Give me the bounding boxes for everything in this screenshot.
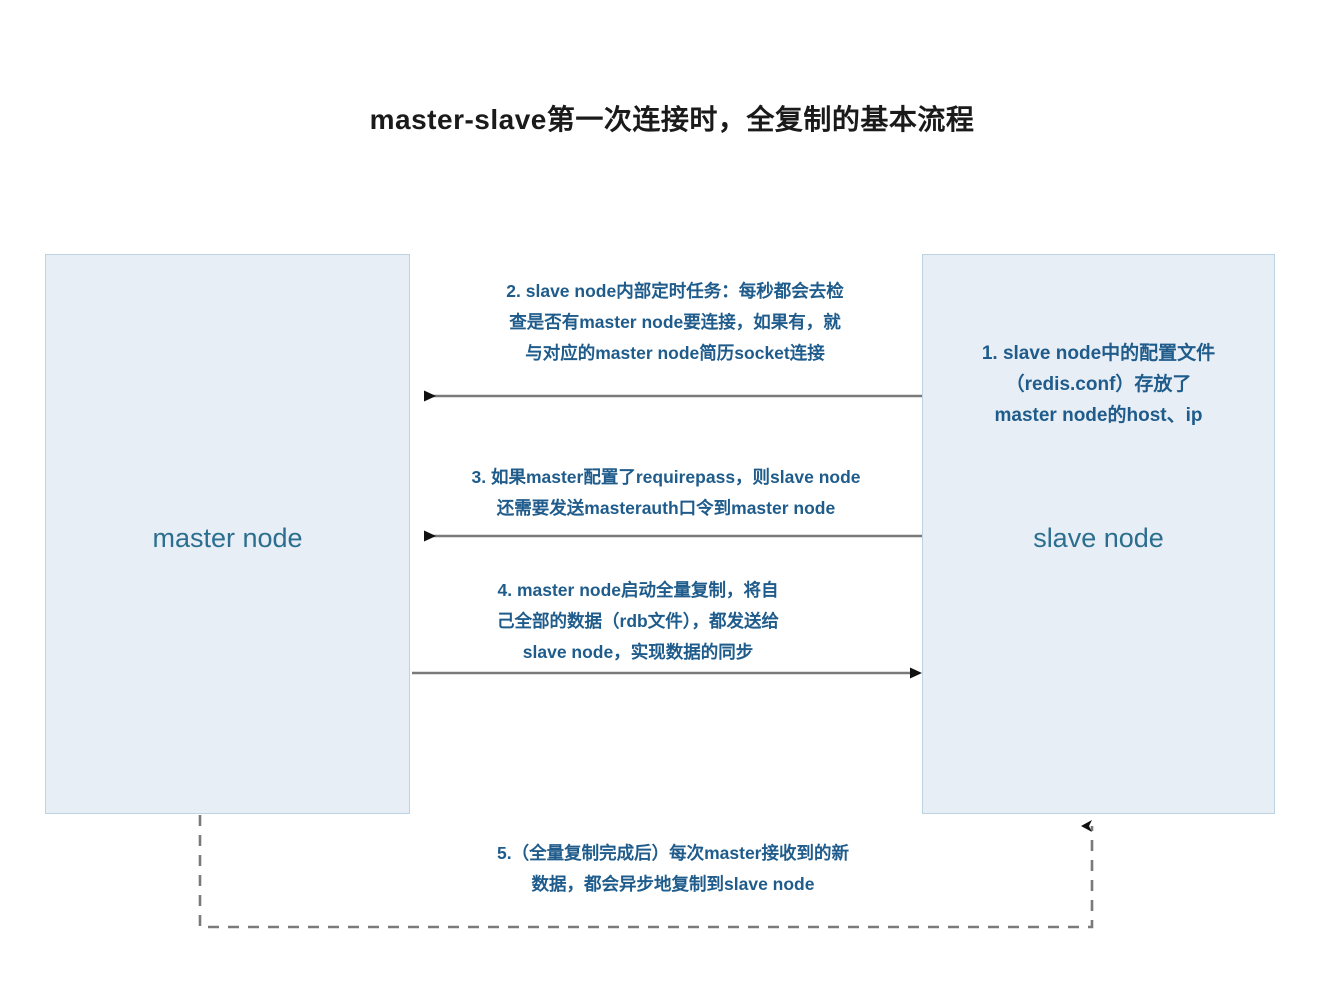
slave-node-config-note-line-1: 1. slave node中的配置文件 xyxy=(981,343,1216,364)
step-2-label-line-1: 2. slave node内部定时任务：每秒都会去检 xyxy=(506,281,844,301)
step-4-label-line-3: slave node，实现数据的同步 xyxy=(522,642,754,662)
step-5-label-line-2: 数据，都会异步地复制到slave node xyxy=(531,874,815,894)
slave-node-config-note-line-2: （redis.conf）存放了 xyxy=(1005,374,1192,395)
page-title: master-slave第一次连接时，全复制的基本流程 xyxy=(369,104,975,135)
step-2-label-line-2: 查是否有master node要连接，如果有，就 xyxy=(509,312,841,332)
step-5-label: 5.（全量复制完成后）每次master接收到的新 数据，都会异步地复制到slav… xyxy=(438,838,908,900)
step-4-label-line-1: 4. master node启动全量复制，将自 xyxy=(497,580,779,600)
master-node-label: master node xyxy=(152,523,303,553)
step-3-label: 3. 如果master配置了requirepass，则slave node 还需… xyxy=(410,462,922,524)
slave-node-label: slave node xyxy=(1033,523,1164,553)
slave-node-config-note: 1. slave node中的配置文件 （redis.conf）存放了 mast… xyxy=(923,338,1274,431)
step-2-label: 2. slave node内部定时任务：每秒都会去检 查是否有master no… xyxy=(425,276,925,369)
slave-node-box[interactable]: 1. slave node中的配置文件 （redis.conf）存放了 mast… xyxy=(922,254,1275,814)
step-3-label-line-1: 3. 如果master配置了requirepass，则slave node xyxy=(471,467,861,487)
step-4-label-line-2: 己全部的数据（rdb文件），都发送给 xyxy=(497,611,779,631)
master-node-box[interactable]: master node xyxy=(45,254,410,814)
slave-node-config-note-line-3: master node的host、ip xyxy=(994,405,1203,426)
step-2-label-line-3: 与对应的master node简历socket连接 xyxy=(525,343,825,363)
step-5-label-line-1: 5.（全量复制完成后）每次master接收到的新 xyxy=(497,843,849,863)
step-3-label-line-2: 还需要发送masterauth口令到master node xyxy=(496,498,836,518)
step-4-label: 4. master node启动全量复制，将自 己全部的数据（rdb文件），都发… xyxy=(438,575,838,668)
